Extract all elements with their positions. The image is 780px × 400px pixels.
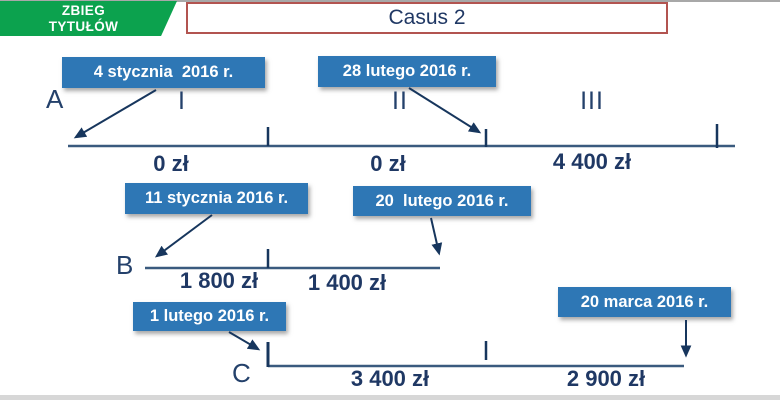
amount-b-1: 1 800 zł <box>179 268 259 293</box>
arrow-b-end <box>430 217 443 256</box>
timeline-b-label: B <box>116 250 134 280</box>
slide-tag-banner: ZBIEG TYTUŁÓW <box>0 1 177 36</box>
date-box-c-end-label: 20 marca 2016 r. <box>580 292 709 311</box>
arrow-b-start <box>154 214 213 258</box>
section-marker-iii: III <box>580 87 604 115</box>
amount-a-2: 0 zł <box>370 151 406 176</box>
slide-title: Casus 2 <box>388 6 466 29</box>
date-box-a-mid-label: 28 lutego 2016 r. <box>342 62 472 80</box>
arrow-c-start <box>228 331 261 351</box>
amount-a-1: 0 zł <box>153 151 189 176</box>
banner-line-1: ZBIEG <box>61 2 106 18</box>
date-box-a-start: 4 stycznia 2016 r. <box>62 57 265 88</box>
slide-title-box: Casus 2 <box>186 2 668 34</box>
amount-c-2: 2 900 zł <box>566 366 646 391</box>
slide-bottom-border <box>0 395 780 400</box>
date-box-a-mid: 28 lutego 2016 r. <box>318 56 496 87</box>
section-marker-i: I <box>178 87 186 115</box>
date-box-a-start-label: 4 stycznia 2016 r. <box>93 63 234 81</box>
date-box-c-start: 1 lutego 2016 r. <box>133 302 286 331</box>
amount-b-2: 1 400 zł <box>307 270 387 295</box>
date-box-b-end: 20 lutego 2016 r. <box>353 186 531 216</box>
date-box-c-start-label: 1 lutego 2016 r. <box>149 307 270 325</box>
slide-top-border <box>0 0 780 2</box>
arrow-a-mid <box>408 87 482 134</box>
date-box-b-start-label: 11 stycznia 2016 r. <box>144 189 289 207</box>
date-box-b-end-label: 20 lutego 2016 r. <box>375 191 509 210</box>
timeline-a-label: A <box>46 84 64 114</box>
date-box-c-end: 20 marca 2016 r. <box>558 287 731 317</box>
arrow-a-start <box>73 89 157 139</box>
section-marker-ii: II <box>392 87 408 115</box>
amount-a-3: 4 400 zł <box>552 149 632 174</box>
amount-c-1: 3 400 zł <box>350 366 430 391</box>
date-box-b-start: 11 stycznia 2016 r. <box>125 183 308 214</box>
timeline-c-label: C <box>232 358 251 388</box>
banner-line-2: TYTUŁÓW <box>48 18 119 34</box>
